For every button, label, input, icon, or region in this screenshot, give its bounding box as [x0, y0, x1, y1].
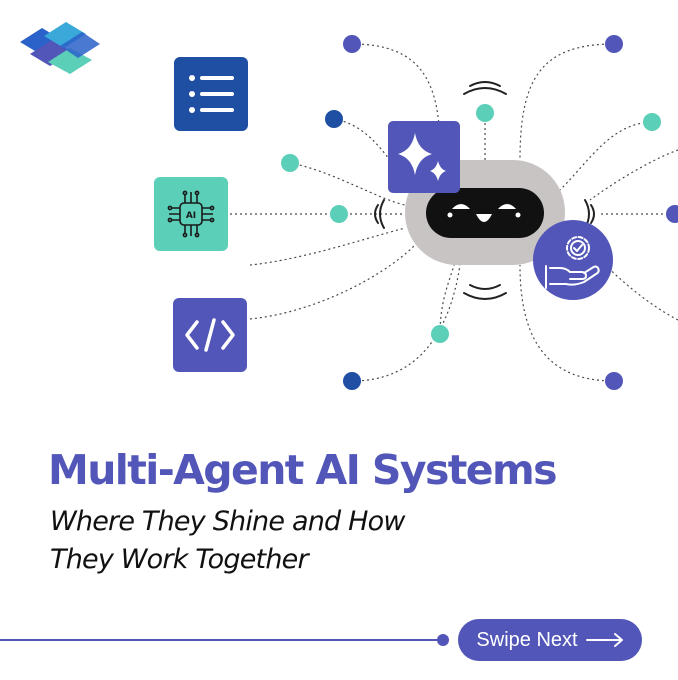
node-dot [343, 372, 361, 390]
node-dot [325, 110, 343, 128]
node-dot [666, 205, 678, 223]
node-dot [643, 113, 661, 131]
node-dot [343, 35, 361, 53]
swipe-next-label: Swipe Next [476, 628, 578, 651]
node-dot [330, 205, 348, 223]
gear-hand-badge [533, 220, 613, 300]
progress-divider [0, 639, 440, 641]
list-card [174, 57, 248, 131]
arrow-right-icon [585, 633, 623, 647]
network-dots [281, 35, 678, 390]
ai-chip-card: AI [154, 177, 228, 251]
code-brackets-icon [185, 318, 235, 352]
svg-text:AI: AI [186, 211, 196, 221]
code-card [173, 298, 247, 372]
swipe-next-button[interactable]: Swipe Next [458, 619, 642, 661]
subtitle-line-2: They Work Together [50, 544, 309, 575]
node-dot [605, 372, 623, 390]
ai-chip-icon [167, 190, 215, 238]
node-dot [281, 154, 299, 172]
list-icon [189, 75, 234, 113]
node-dot [476, 104, 494, 122]
node-dot [605, 35, 623, 53]
subtitle-line-1: Where They Shine and How [50, 506, 405, 537]
stacked-cubes-logo-icon [20, 22, 100, 74]
sparkle-icon [398, 133, 446, 181]
node-dot [431, 325, 449, 343]
gear-hand-icon [545, 236, 600, 289]
signal-arcs [374, 81, 595, 300]
divider-dot [437, 634, 449, 646]
sparkle-badge [388, 121, 460, 193]
page-title: Multi-Agent AI Systems [48, 446, 558, 494]
